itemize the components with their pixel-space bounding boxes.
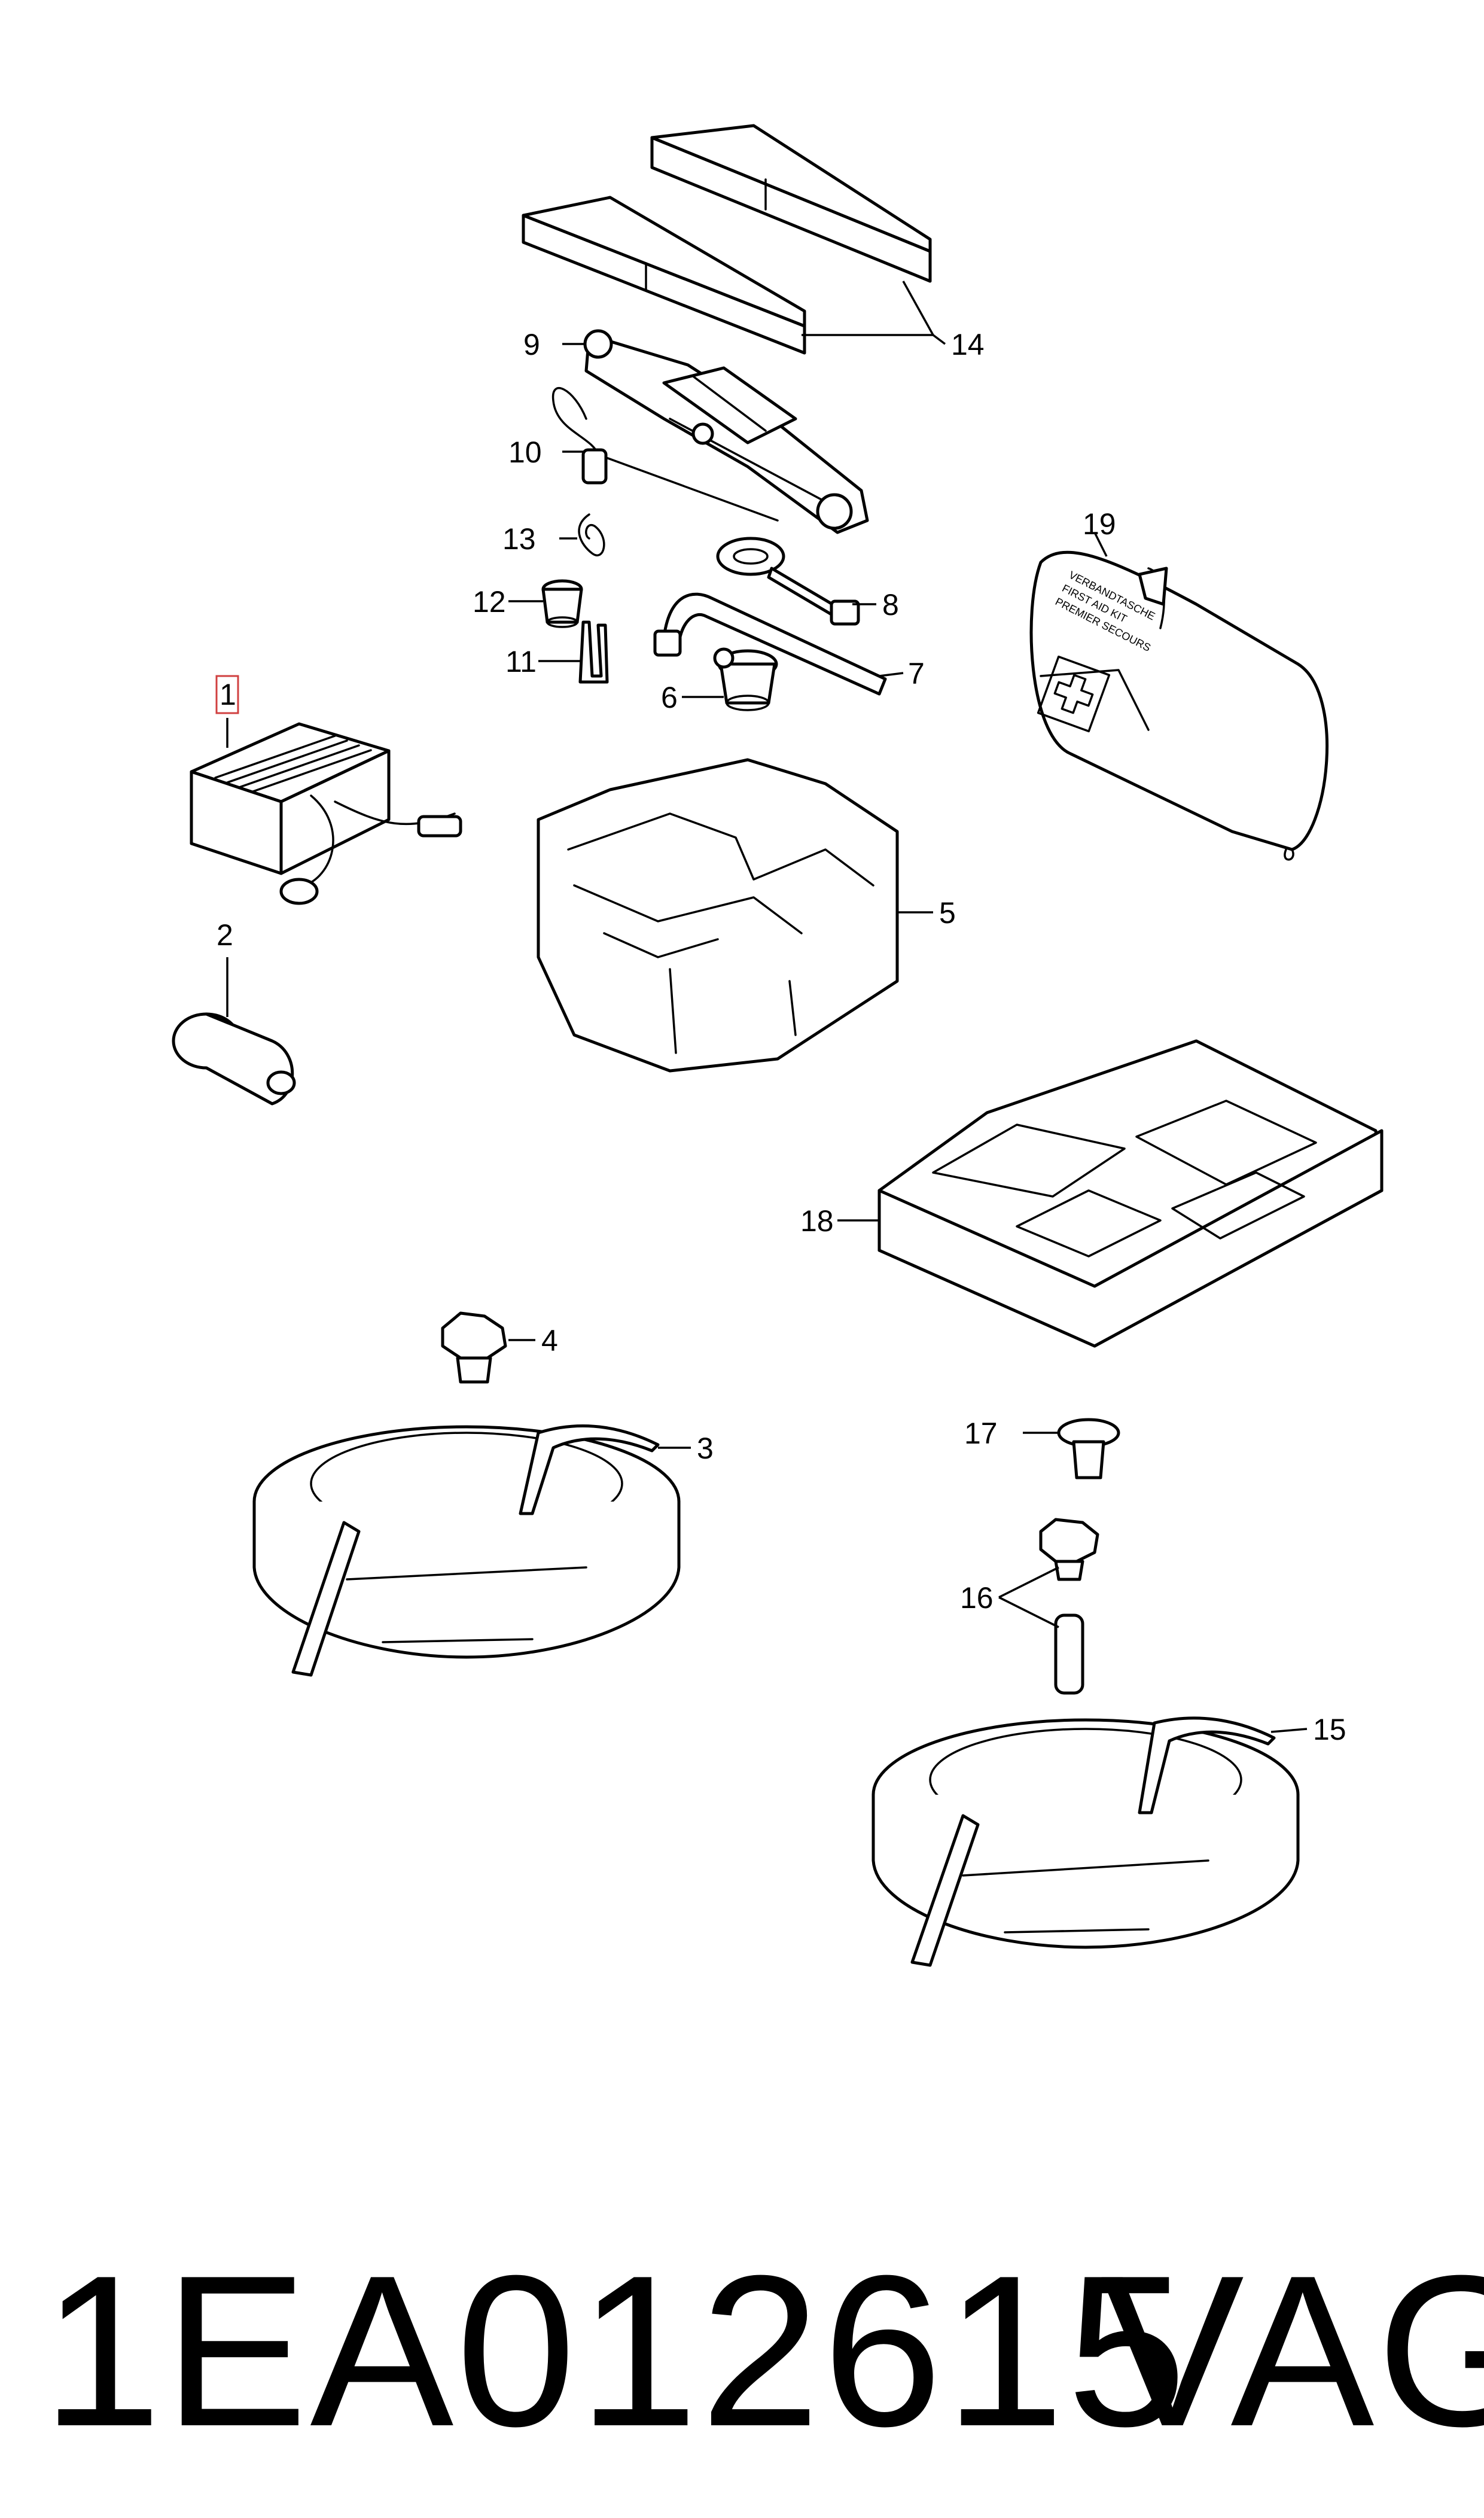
callout-18: 18 (800, 1204, 834, 1238)
callout-7: 7 (908, 657, 925, 690)
callout-10: 10 (508, 436, 542, 469)
lug-bolt (713, 647, 778, 711)
part-number: 1EA012615 (42, 2231, 1189, 2471)
callout-15: 15 (1313, 1713, 1346, 1746)
callout-1: 1 (220, 678, 236, 711)
callout-9: 9 (523, 328, 540, 361)
callout-13: 13 (502, 522, 536, 556)
callout-3: 3 (697, 1432, 714, 1465)
spare-tyre-2 (871, 1716, 1300, 1967)
wheel-brace (653, 592, 887, 696)
filter-cartridge (172, 1012, 296, 1106)
jack-crank (551, 387, 779, 522)
callout-14: 14 (951, 328, 985, 361)
callout-17: 17 (964, 1417, 998, 1450)
exploded-parts-diagram: VERBANDTASCHE FIRST AID KIT PREMIER SECO… (172, 124, 1384, 1967)
cap-nut (441, 1311, 507, 1384)
callout-4: 4 (541, 1324, 558, 1357)
callout-19: 19 (1083, 507, 1116, 541)
foam-tool-tray (537, 758, 899, 1073)
callout-labels: 1 2 3 4 5 6 7 8 9 10 11 12 13 14 15 16 1… (217, 328, 1346, 1746)
floor-panels (522, 124, 932, 355)
spring-clip (578, 513, 605, 556)
first-aid-bag: VERBANDTASCHE FIRST AID KIT PREMIER SECO… (1029, 550, 1328, 861)
flat-foam-insert (877, 1039, 1384, 1348)
callout-2: 2 (217, 918, 233, 952)
small-cap (541, 579, 583, 628)
leader-lines (226, 281, 1308, 1733)
callout-12: 12 (473, 585, 506, 619)
spare-tyre (252, 1424, 681, 1677)
brand-name: VAG (1101, 2231, 1484, 2471)
callout-11: 11 (505, 645, 537, 678)
callout-16: 16 (960, 1581, 994, 1615)
tow-eye (716, 537, 860, 626)
callout-8: 8 (882, 588, 899, 622)
callout-5: 5 (939, 896, 956, 930)
tyre-compressor (190, 722, 462, 905)
washer-cap (1057, 1418, 1120, 1479)
bracket (578, 620, 609, 684)
retaining-knob (1039, 1518, 1099, 1695)
callout-6: 6 (661, 681, 678, 714)
callout-1-highlight (215, 675, 239, 714)
